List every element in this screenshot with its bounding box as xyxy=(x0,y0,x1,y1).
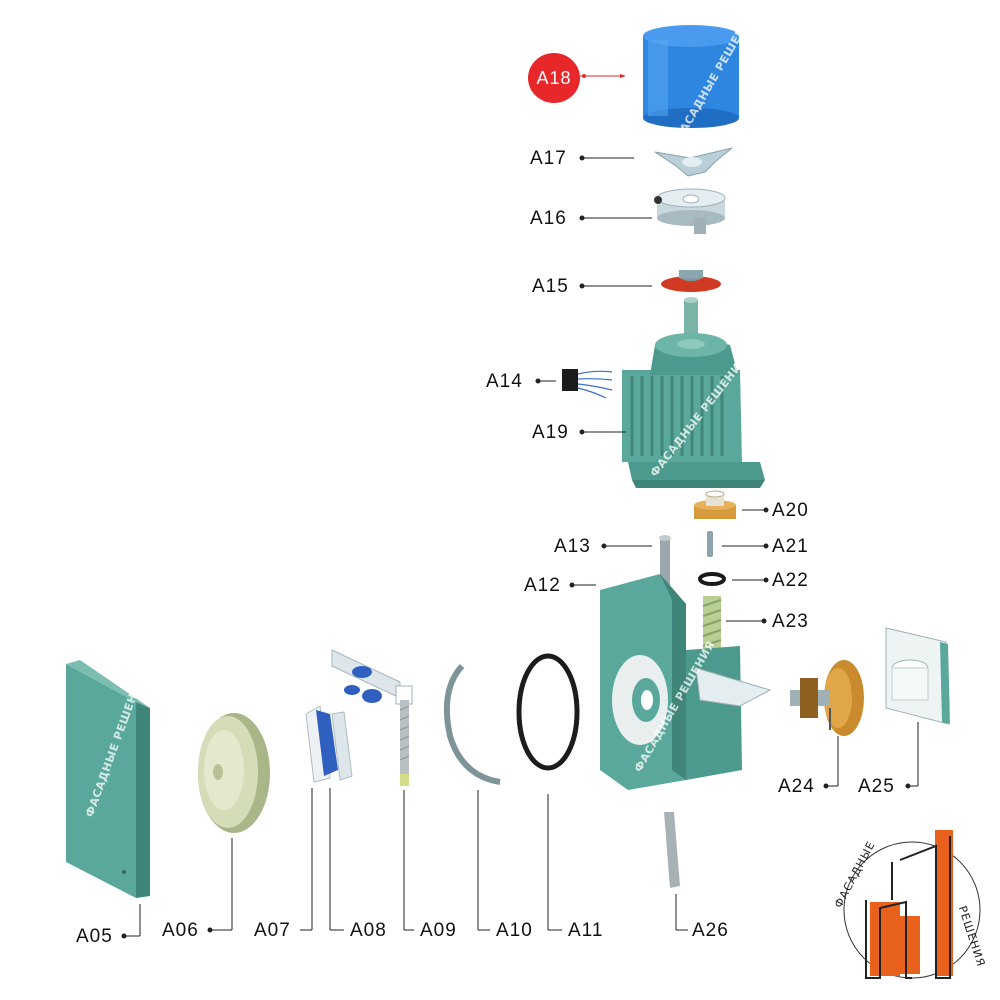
part-a12-housing xyxy=(600,574,772,790)
part-a06-pulley xyxy=(198,713,270,833)
part-a19-motor xyxy=(622,297,765,488)
part-a18-cover xyxy=(643,25,739,128)
part-label-a11[interactable]: A11 xyxy=(568,920,604,941)
part-label-a14[interactable]: A14 xyxy=(486,371,523,392)
part-label-a23[interactable]: A23 xyxy=(772,611,809,632)
part-a24-gear xyxy=(790,660,864,736)
part-label-a25[interactable]: A25 xyxy=(858,776,895,797)
part-label-a08[interactable]: A08 xyxy=(350,920,387,941)
part-label-a16[interactable]: A16 xyxy=(530,208,567,229)
part-label-a09[interactable]: A09 xyxy=(420,920,457,941)
part-label-a21[interactable]: A21 xyxy=(772,536,809,557)
leader-lines xyxy=(121,74,919,939)
part-a15-seal xyxy=(661,270,721,292)
part-a26-hose xyxy=(664,812,680,888)
part-label-a13[interactable]: A13 xyxy=(554,536,591,557)
part-label-a07[interactable]: A07 xyxy=(254,920,291,941)
part-a20-coupling xyxy=(694,490,736,519)
part-label-a24[interactable]: A24 xyxy=(778,776,815,797)
part-a17-fan xyxy=(654,147,733,177)
part-label-a15[interactable]: A15 xyxy=(532,276,569,297)
part-a07-a08-clips xyxy=(305,705,353,783)
part-a13-rod xyxy=(659,535,671,604)
part-label-a20[interactable]: A20 xyxy=(772,500,809,521)
part-a22-oring xyxy=(698,572,726,586)
part-a05-plate xyxy=(66,660,150,898)
part-label-a18[interactable]: A18 xyxy=(528,53,580,103)
part-a25-flange xyxy=(885,627,950,725)
part-a14-terminal xyxy=(562,369,613,399)
part-a09-tensioner xyxy=(331,649,413,786)
brand-logo xyxy=(843,830,981,979)
part-label-a12[interactable]: A12 xyxy=(524,575,561,596)
part-label-a05[interactable]: A05 xyxy=(76,926,113,947)
part-label-a10[interactable]: A10 xyxy=(496,920,533,941)
part-a21-pin xyxy=(707,531,713,557)
part-label-a18-text: A18 xyxy=(536,67,572,88)
part-label-a22[interactable]: A22 xyxy=(772,570,809,591)
part-label-a17[interactable]: A17 xyxy=(530,148,567,169)
part-label-a06[interactable]: A06 xyxy=(162,920,199,941)
part-a16-endcap xyxy=(654,188,726,234)
part-a10-clip xyxy=(443,663,501,785)
part-label-a26[interactable]: A26 xyxy=(692,920,729,941)
part-label-a19[interactable]: A19 xyxy=(532,422,569,443)
part-a11-belt xyxy=(516,653,580,771)
